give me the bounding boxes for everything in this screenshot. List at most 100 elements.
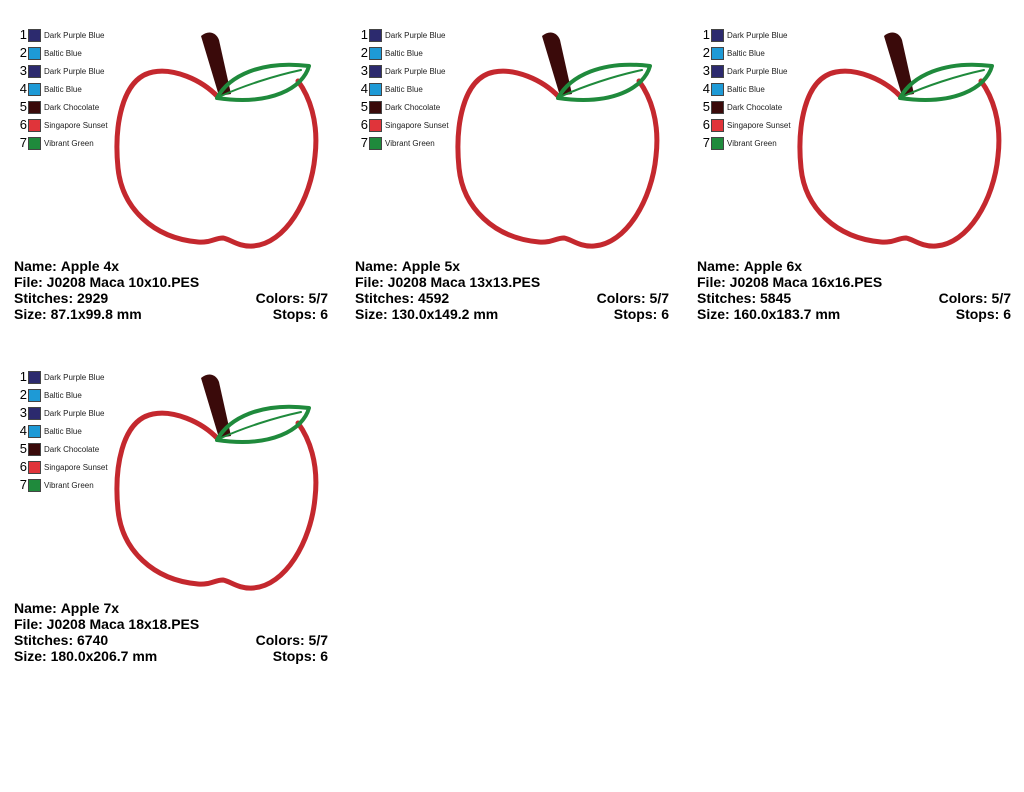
palette-row: 1 Dark Purple Blue xyxy=(17,26,108,44)
color-name: Dark Purple Blue xyxy=(44,66,105,76)
color-swatch xyxy=(28,100,41,114)
palette-row: 7 Vibrant Green xyxy=(17,476,108,494)
color-swatch xyxy=(369,82,382,96)
color-name: Singapore Sunset xyxy=(44,120,108,130)
apple-stem xyxy=(884,32,914,96)
palette-number: 7 xyxy=(19,135,27,150)
color-name: Dark Chocolate xyxy=(385,102,441,112)
apple-design-preview xyxy=(114,374,319,591)
palette-row: 6 Singapore Sunset xyxy=(17,116,108,134)
palette-row: 3 Dark Purple Blue xyxy=(17,62,108,80)
palette-number: 1 xyxy=(19,27,27,42)
design-colors: Colors: 5/7 xyxy=(596,290,669,306)
design-colors: Colors: 5/7 xyxy=(255,290,328,306)
design-info: Name: Apple 7x File: J0208 Maca 18x18.PE… xyxy=(14,600,328,664)
color-name: Baltic Blue xyxy=(44,48,82,58)
color-swatch xyxy=(28,370,41,384)
color-name: Vibrant Green xyxy=(44,480,94,490)
palette-number: 2 xyxy=(19,45,27,60)
palette-number: 5 xyxy=(19,441,27,456)
design-name: Name: Apple 4x xyxy=(14,258,120,274)
palette-row: 2 Baltic Blue xyxy=(17,386,108,404)
color-name: Vibrant Green xyxy=(44,138,94,148)
palette-row: 4 Baltic Blue xyxy=(17,80,108,98)
color-swatch xyxy=(711,100,724,114)
palette-number: 6 xyxy=(19,459,27,474)
palette-number: 4 xyxy=(702,81,710,96)
design-file: File: J0208 Maca 13x13.PES xyxy=(355,274,541,290)
design-stops: Stops: 6 xyxy=(272,648,328,664)
palette-number: 6 xyxy=(360,117,368,132)
design-info: Name: Apple 5x File: J0208 Maca 13x13.PE… xyxy=(355,258,669,322)
design-stops: Stops: 6 xyxy=(272,306,328,322)
color-swatch xyxy=(28,28,41,42)
palette-number: 5 xyxy=(702,99,710,114)
palette-number: 2 xyxy=(19,387,27,402)
color-swatch xyxy=(28,478,41,492)
palette-number: 7 xyxy=(702,135,710,150)
palette-number: 2 xyxy=(702,45,710,60)
palette-row: 7 Vibrant Green xyxy=(17,134,108,152)
color-name: Dark Purple Blue xyxy=(44,30,105,40)
color-swatch xyxy=(369,46,382,60)
color-swatch xyxy=(711,64,724,78)
apple-outline xyxy=(455,68,660,249)
color-swatch xyxy=(369,100,382,114)
design-file: File: J0208 Maca 18x18.PES xyxy=(14,616,200,632)
design-stops: Stops: 6 xyxy=(613,306,669,322)
design-file: File: J0208 Maca 16x16.PES xyxy=(697,274,883,290)
apple-leaf-vein xyxy=(220,411,302,439)
color-name: Singapore Sunset xyxy=(385,120,449,130)
apple-leaf xyxy=(215,404,311,444)
palette-number: 3 xyxy=(19,63,27,78)
color-name: Baltic Blue xyxy=(44,84,82,94)
color-swatch xyxy=(711,82,724,96)
design-name: Name: Apple 7x xyxy=(14,600,120,616)
apple-leaf xyxy=(556,62,652,102)
palette-number: 1 xyxy=(19,369,27,384)
color-name: Dark Purple Blue xyxy=(44,372,105,382)
color-name: Dark Chocolate xyxy=(44,102,100,112)
design-size: Size: 180.0x206.7 mm xyxy=(14,648,158,664)
palette-number: 7 xyxy=(19,477,27,492)
color-name: Dark Purple Blue xyxy=(727,66,788,76)
apple-stem xyxy=(542,32,572,96)
design-info: Name: Apple 4x File: J0208 Maca 10x10.PE… xyxy=(14,258,328,322)
apple-stem xyxy=(201,374,231,438)
color-swatch xyxy=(369,136,382,150)
design-name: Name: Apple 5x xyxy=(355,258,461,274)
palette-number: 1 xyxy=(360,27,368,42)
design-stops: Stops: 6 xyxy=(955,306,1011,322)
palette-number: 6 xyxy=(19,117,27,132)
palette-row: 6 Singapore Sunset xyxy=(700,116,791,134)
palette-number: 4 xyxy=(19,81,27,96)
palette-row: 6 Singapore Sunset xyxy=(358,116,449,134)
design-stitches: Stitches: 2929 xyxy=(14,290,109,306)
color-name: Baltic Blue xyxy=(44,390,82,400)
color-name: Singapore Sunset xyxy=(727,120,791,130)
design-stitches: Stitches: 5845 xyxy=(697,290,792,306)
palette-row: 1 Dark Purple Blue xyxy=(17,368,108,386)
color-swatch xyxy=(28,424,41,438)
color-swatch xyxy=(28,406,41,420)
color-swatch xyxy=(28,118,41,132)
palette-number: 3 xyxy=(19,405,27,420)
palette-number: 6 xyxy=(702,117,710,132)
color-name: Singapore Sunset xyxy=(44,462,108,472)
color-swatch xyxy=(711,28,724,42)
palette-row: 2 Baltic Blue xyxy=(17,44,108,62)
color-name: Dark Purple Blue xyxy=(385,66,446,76)
